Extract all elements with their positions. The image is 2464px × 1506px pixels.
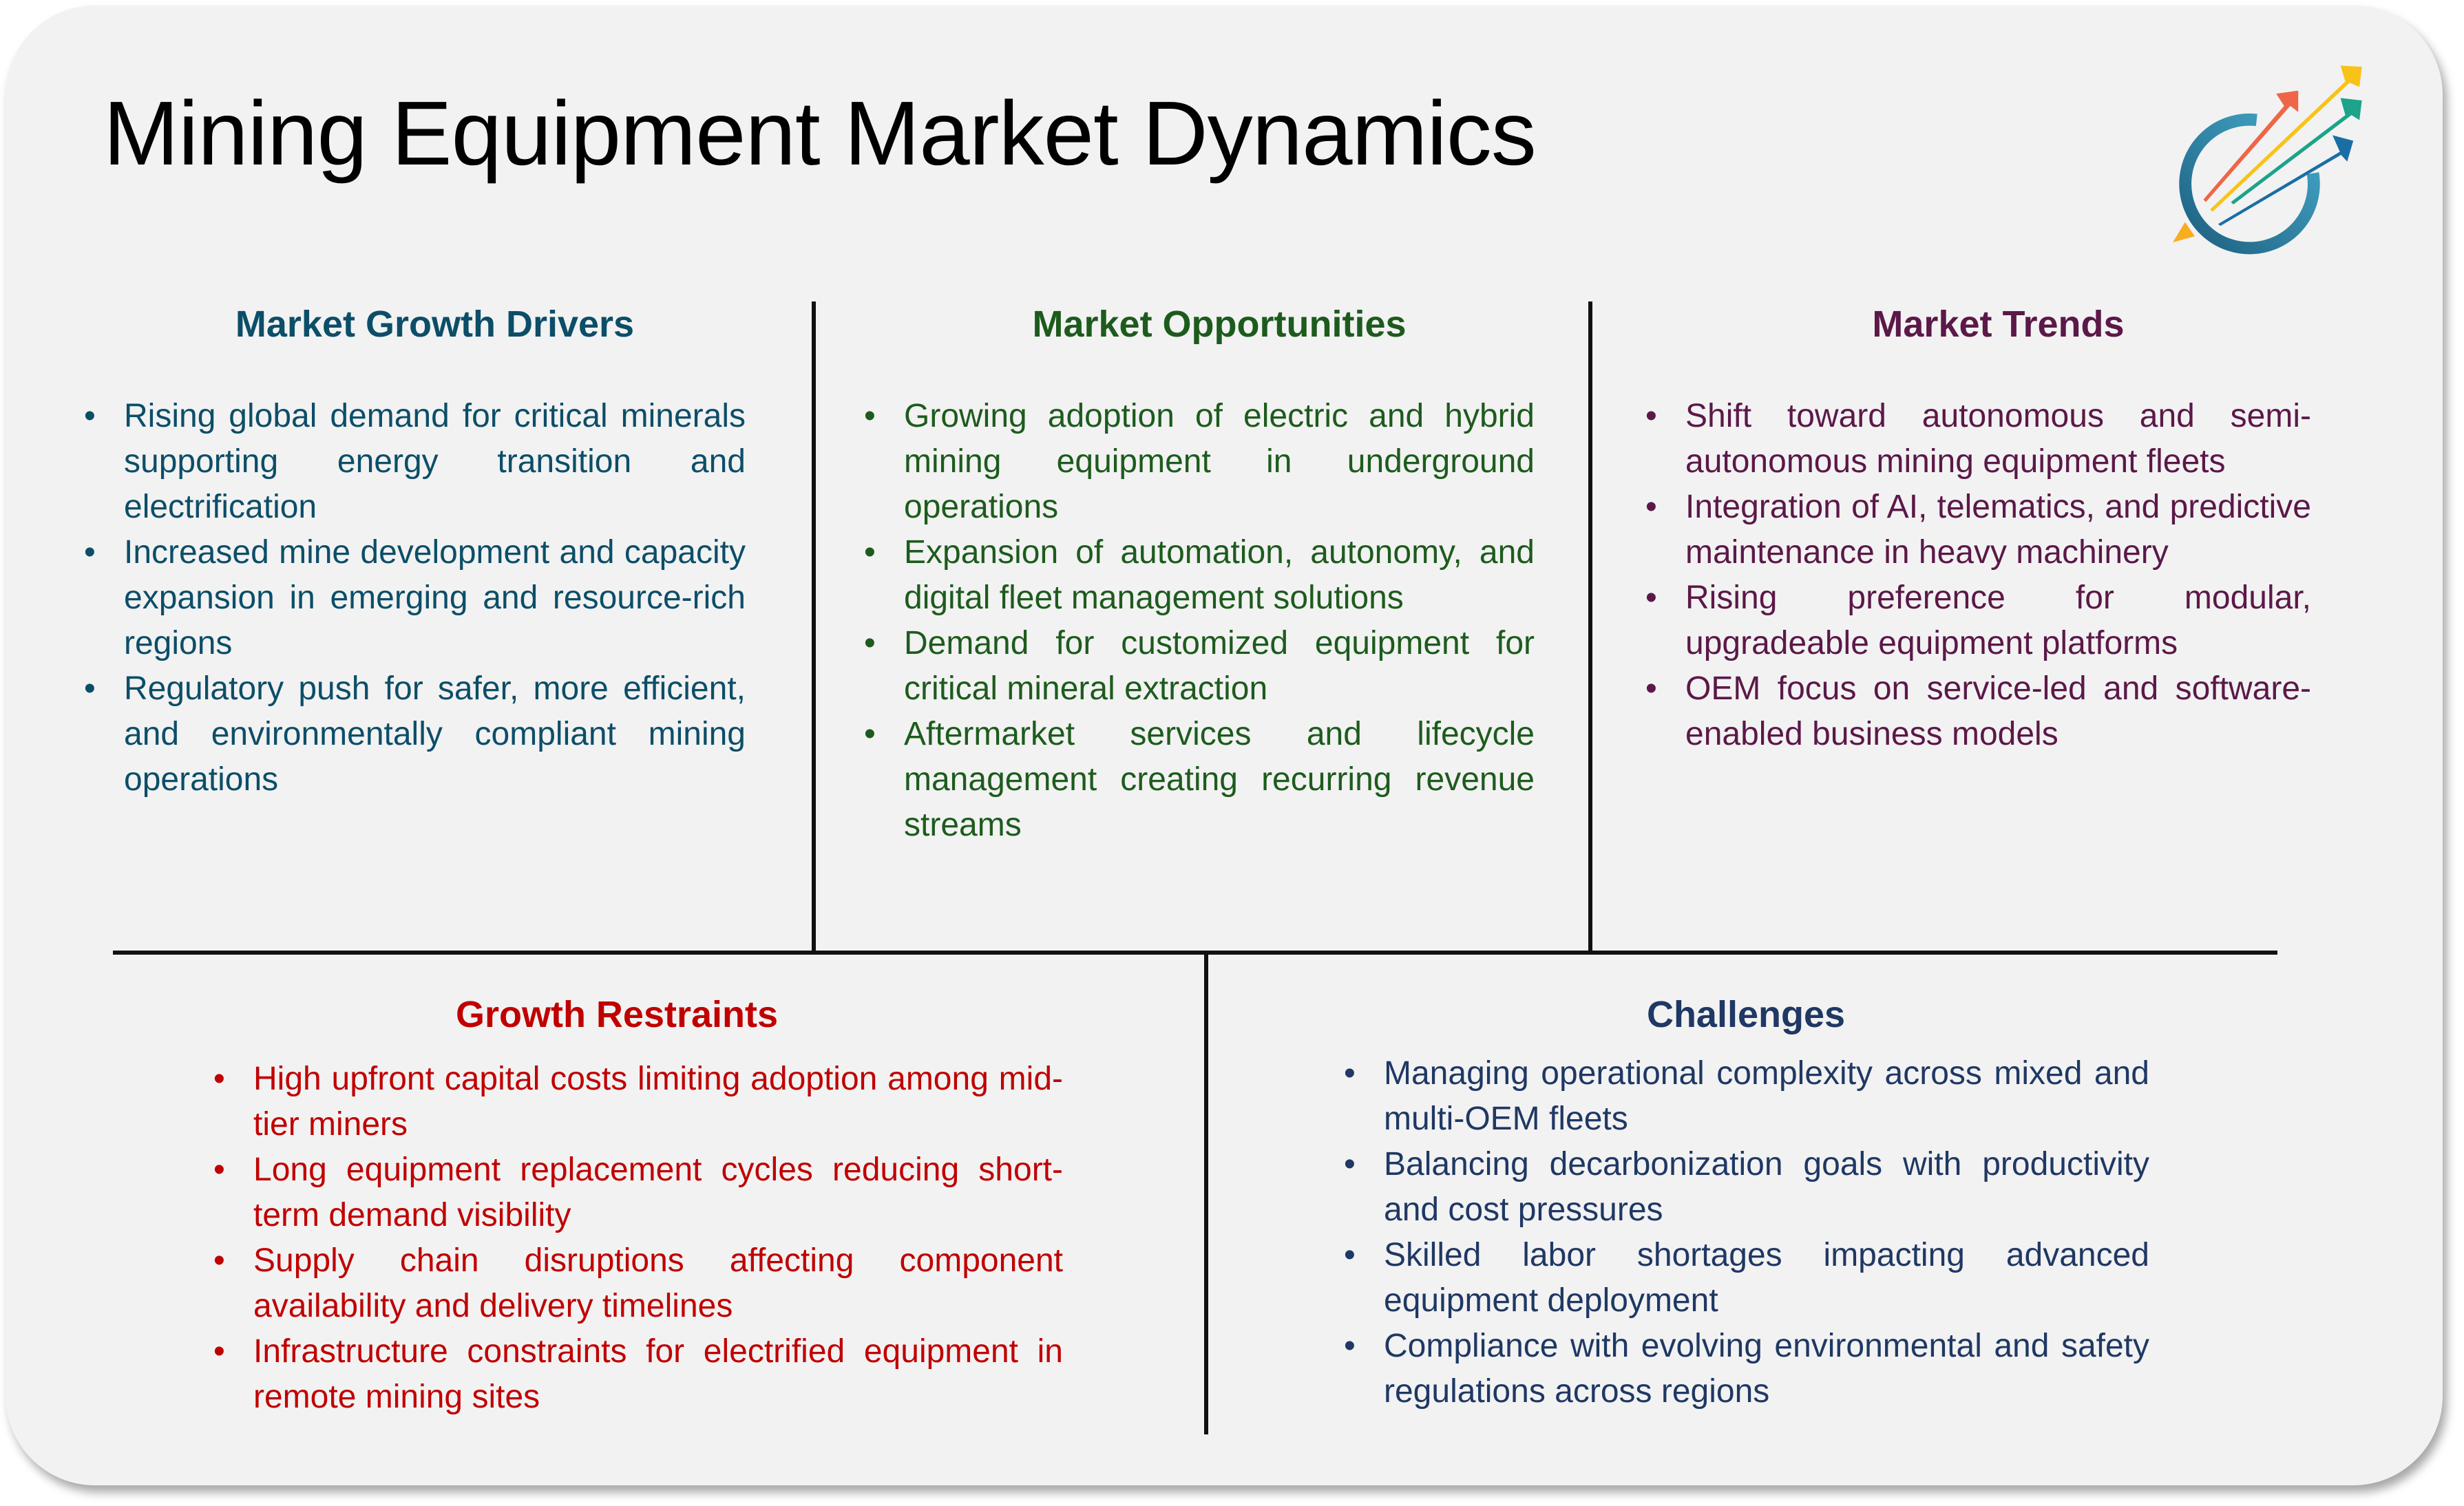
section-market-trends: Market Trends • Shift toward autonomous a…: [1645, 303, 2311, 757]
list-item: • Supply chain disruptions affecting comp…: [213, 1238, 1063, 1329]
divider-vertical-2: [1588, 301, 1592, 953]
item-text: Rising global demand for critical minera…: [124, 398, 746, 525]
bullet-icon: •: [213, 1061, 225, 1097]
list-item: • Skilled labor shortages impacting advan…: [1344, 1233, 2149, 1324]
item-text: Long equipment replacement cycles reduci…: [253, 1152, 1063, 1233]
item-text: Growing adoption of electric and hybrid …: [904, 398, 1535, 525]
item-text: Supply chain disruptions affecting compo…: [253, 1242, 1063, 1324]
bullet-icon: •: [1344, 1328, 1356, 1364]
infographic-card: [6, 6, 2443, 1485]
list-item: • Balancing decarbonization goals with pr…: [1344, 1142, 2149, 1233]
bullet-icon: •: [1645, 580, 1657, 616]
list-item: • Regulatory push for safer, more efficie…: [84, 666, 746, 803]
item-text: OEM focus on service-led and software-en…: [1685, 670, 2311, 752]
list-item: • Expansion of automation, autonomy, and …: [864, 530, 1535, 621]
item-text: Integration of AI, telematics, and predi…: [1685, 489, 2311, 571]
item-text: Aftermarket services and lifecycle manag…: [904, 716, 1535, 843]
item-text: Increased mine development and capacity …: [124, 534, 746, 661]
bullet-icon: •: [864, 534, 876, 571]
bullet-icon: •: [1344, 1146, 1356, 1182]
growth-arrows-logo-icon: [2173, 65, 2362, 255]
bullet-icon: •: [1645, 489, 1657, 525]
list-item: • Integration of AI, telematics, and pred…: [1645, 485, 2311, 575]
bullet-icon: •: [213, 1242, 225, 1279]
item-text: Compliance with evolving environmental a…: [1384, 1328, 2149, 1410]
bullet-icon: •: [213, 1152, 225, 1188]
item-text: Expansion of automation, autonomy, and d…: [904, 534, 1535, 616]
list-item: • OEM focus on service-led and software-e…: [1645, 666, 2311, 757]
bullet-icon: •: [213, 1333, 225, 1370]
bullet-icon: •: [84, 398, 96, 434]
divider-vertical-1: [812, 301, 816, 953]
list-item: • Infrastructure constraints for electrif…: [213, 1329, 1063, 1420]
section-heading: Market Growth Drivers: [235, 304, 635, 345]
section-market-opportunities: Market Opportunities • Growing adoption o…: [864, 303, 1535, 848]
item-text: High upfront capital costs limiting adop…: [253, 1061, 1063, 1143]
item-text: Regulatory push for safer, more efficien…: [124, 670, 746, 798]
bullet-icon: •: [1344, 1055, 1356, 1092]
list-item: • Managing operational complexity across …: [1344, 1051, 2149, 1142]
list-item: • High upfront capital costs limiting ado…: [213, 1057, 1063, 1147]
item-text: Rising preference for modular, upgradeab…: [1685, 580, 2311, 661]
bullet-icon: •: [84, 670, 96, 707]
page-title: Mining Equipment Market Dynamics: [103, 83, 1537, 184]
bullet-icon: •: [864, 398, 876, 434]
list-item: • Shift toward autonomous and semi-autono…: [1645, 394, 2311, 485]
item-text: Managing operational complexity across m…: [1384, 1055, 2149, 1137]
section-challenges: Challenges • Managing operational complex…: [1344, 993, 2149, 1414]
section-growth-restraints: Growth Restraints • High upfront capital …: [213, 993, 1063, 1420]
list-item: • Demand for customized equipment for cri…: [864, 621, 1535, 712]
bullet-icon: •: [864, 716, 876, 752]
bullet-icon: •: [1645, 398, 1657, 434]
list-item: • Rising global demand for critical miner…: [84, 394, 746, 530]
section-heading: Challenges: [1646, 994, 1846, 1035]
section-heading: Market Trends: [1872, 304, 2125, 345]
list-item: • Aftermarket services and lifecycle mana…: [864, 712, 1535, 848]
item-text: Infrastructure constraints for electrifi…: [253, 1333, 1063, 1415]
item-text: Balancing decarbonization goals with pro…: [1384, 1146, 2149, 1228]
item-text: Skilled labor shortages impacting advanc…: [1384, 1237, 2149, 1319]
section-heading: Growth Restraints: [455, 994, 779, 1035]
bullet-icon: •: [84, 534, 96, 571]
list-item: • Increased mine development and capacity…: [84, 530, 746, 666]
section-heading: Market Opportunities: [1032, 304, 1407, 345]
bullet-icon: •: [1645, 670, 1657, 707]
divider-horizontal: [113, 951, 2277, 955]
list-item: • Compliance with evolving environmental …: [1344, 1324, 2149, 1414]
section-market-growth-drivers: Market Growth Drivers • Rising global dem…: [84, 303, 746, 803]
item-text: Shift toward autonomous and semi-autonom…: [1685, 398, 2311, 480]
bullet-icon: •: [864, 625, 876, 661]
divider-vertical-3: [1204, 953, 1208, 1434]
list-item: • Growing adoption of electric and hybrid…: [864, 394, 1535, 530]
item-text: Demand for customized equipment for crit…: [904, 625, 1535, 707]
list-item: • Long equipment replacement cycles reduc…: [213, 1147, 1063, 1238]
bullet-icon: •: [1344, 1237, 1356, 1273]
list-item: • Rising preference for modular, upgradea…: [1645, 575, 2311, 666]
